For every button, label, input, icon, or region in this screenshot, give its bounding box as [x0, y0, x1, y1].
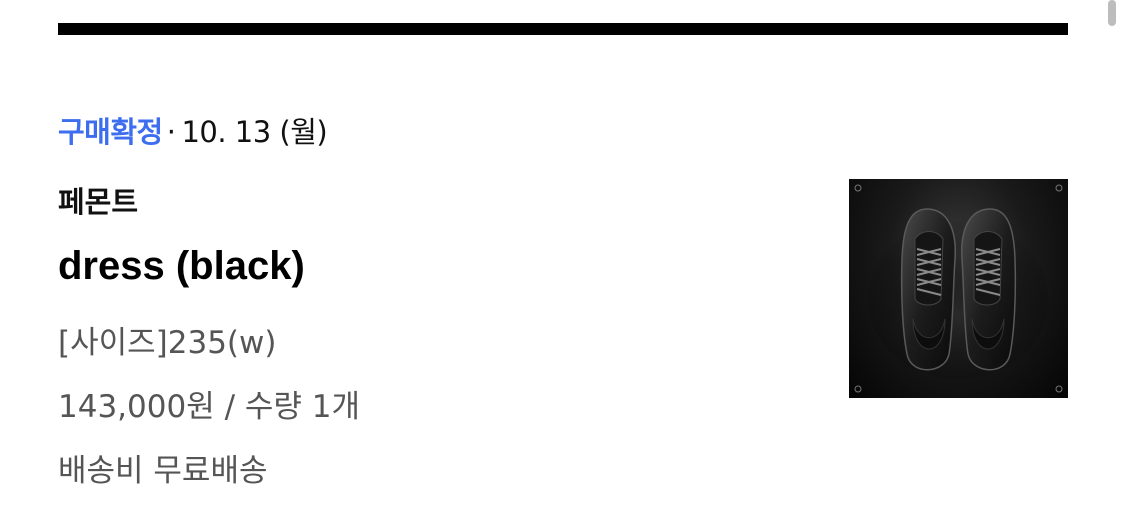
status-separator: ·: [166, 115, 176, 149]
product-thumbnail[interactable]: [849, 179, 1068, 398]
section-divider: [58, 23, 1068, 35]
price-quantity: 143,000원 / 수량 1개: [58, 389, 361, 425]
order-status: 구매확정: [58, 115, 163, 149]
product-name[interactable]: dress (black): [58, 244, 305, 288]
shipping-fee: 배송비 무료배송: [58, 453, 268, 489]
order-status-line: 구매확정·10. 13 (월): [58, 112, 328, 152]
product-option: [사이즈]235(w): [58, 325, 277, 361]
black-sneakers-image: [854, 184, 1063, 393]
order-date: 10. 13 (월): [181, 115, 328, 149]
scrollbar-thumb[interactable]: [1108, 0, 1116, 26]
brand-name[interactable]: 페몬트: [58, 185, 139, 219]
